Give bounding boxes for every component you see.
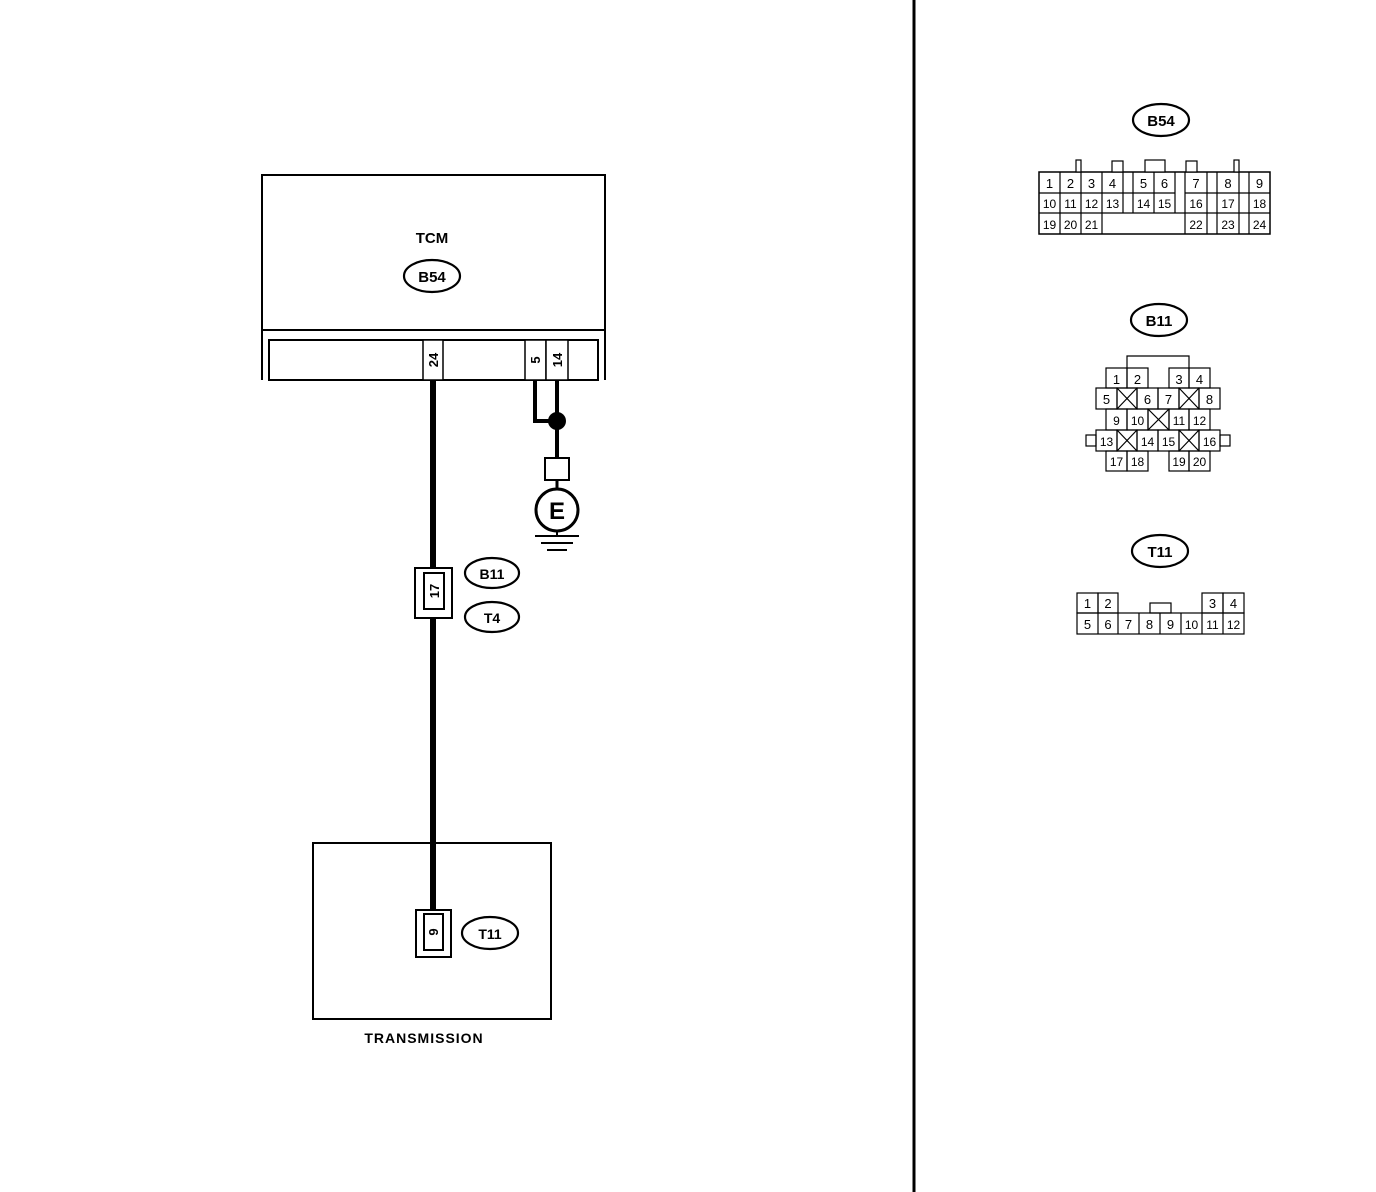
joint-lower-label: T4 — [484, 610, 501, 626]
ground-label: E — [549, 498, 565, 525]
b11-pin: 16 — [1203, 435, 1217, 449]
b11-pin: 5 — [1103, 392, 1110, 407]
b11-pin: 10 — [1131, 414, 1145, 428]
b11-pin: 11 — [1173, 414, 1186, 428]
t11-pin: 1 — [1084, 596, 1091, 611]
b11-pin: 12 — [1193, 414, 1207, 428]
b11-pin: 15 — [1162, 435, 1176, 449]
b11-pin: 19 — [1172, 455, 1186, 469]
b54-pin: 21 — [1085, 218, 1099, 232]
b54-connector-view: B54 1 — [1038, 102, 1271, 235]
b11-pin: 6 — [1144, 392, 1151, 407]
b11-pin: 20 — [1193, 455, 1207, 469]
transmission-module: 9 T11 TRANSMISSION — [312, 842, 552, 1046]
b54-pin: 19 — [1043, 218, 1057, 232]
ground-terminal — [544, 457, 570, 481]
b54-pin: 7 — [1192, 176, 1199, 191]
t11-pin: 12 — [1227, 618, 1241, 632]
ground-symbol — [535, 535, 579, 551]
t11-pin: 10 — [1185, 618, 1199, 632]
joint-pin: 17 — [427, 584, 442, 598]
b54-pin: 9 — [1256, 176, 1263, 191]
t11-pin: 6 — [1104, 617, 1111, 632]
b54-title-badge: B54 — [1131, 102, 1191, 138]
joint-connector: 17 B11 T4 — [414, 556, 521, 634]
b11-title: B11 — [1146, 313, 1173, 330]
b54-pin: 16 — [1189, 197, 1203, 211]
b11-pin: 17 — [1110, 455, 1124, 469]
transmission-connector-label: T11 — [478, 926, 502, 942]
b11-pin: 4 — [1196, 372, 1203, 387]
b11-pin: 14 — [1141, 435, 1155, 449]
t11-pin: 3 — [1209, 596, 1216, 611]
t11-title: T11 — [1147, 544, 1172, 561]
transmission-pin: 9 — [426, 928, 441, 935]
transmission-title: TRANSMISSION — [364, 1030, 483, 1046]
t11-pin: 7 — [1125, 617, 1132, 632]
t11-pin: 9 — [1167, 617, 1174, 632]
b11-title-badge: B11 — [1129, 302, 1189, 338]
b11-pin: 8 — [1206, 392, 1213, 407]
t11-pin: 2 — [1104, 596, 1111, 611]
b54-pin: 12 — [1085, 197, 1099, 211]
tcm-connector-badge: B54 — [402, 258, 462, 294]
t11-pin: 11 — [1206, 618, 1219, 632]
b54-pin: 4 — [1109, 176, 1116, 191]
b54-pin: 20 — [1064, 218, 1078, 232]
t11-title-badge: T11 — [1130, 533, 1190, 569]
t11-pin: 8 — [1146, 617, 1153, 632]
b54-pin: 5 — [1140, 176, 1147, 191]
tcm-pin-14: 14 — [550, 352, 565, 367]
joint-upper-label: B11 — [480, 566, 505, 582]
b54-pin: 13 — [1106, 197, 1120, 211]
tcm-title: TCM — [416, 230, 449, 247]
tcm-connector-label: B54 — [418, 269, 446, 286]
t11-pin: 5 — [1084, 617, 1091, 632]
b11-pin: 1 — [1113, 372, 1120, 387]
b54-pin: 6 — [1161, 176, 1168, 191]
b11-pin: 13 — [1100, 435, 1114, 449]
joint-upper-badge: B11 — [463, 556, 521, 590]
b54-pin: 10 — [1043, 197, 1057, 211]
b54-pin: 17 — [1221, 197, 1235, 211]
b11-pin: 18 — [1131, 455, 1145, 469]
b54-pin: 11 — [1064, 197, 1077, 211]
b54-pin: 23 — [1221, 218, 1235, 232]
b11-pin: 7 — [1165, 392, 1172, 407]
splice-point — [548, 412, 566, 430]
b54-pin: 24 — [1253, 218, 1267, 232]
ground-wires: E — [533, 380, 580, 551]
b11-connector-view: B11 — [1085, 302, 1231, 472]
b54-title: B54 — [1147, 113, 1175, 130]
b54-pin: 14 — [1137, 197, 1151, 211]
joint-lower-badge: T4 — [463, 600, 521, 634]
b54-pin: 2 — [1067, 176, 1074, 191]
b11-pin: 3 — [1175, 372, 1182, 387]
t11-pin: 4 — [1230, 596, 1237, 611]
b54-pin: 18 — [1253, 197, 1267, 211]
b11-pin: 2 — [1134, 372, 1141, 387]
tcm-pin-5: 5 — [528, 356, 543, 363]
tcm-module: TCM B54 24 5 14 — [261, 174, 606, 381]
b54-pin: 15 — [1158, 197, 1172, 211]
b11-pin: 9 — [1113, 414, 1120, 428]
b54-pin: 3 — [1088, 176, 1095, 191]
b54-pin: 1 — [1046, 176, 1053, 191]
transmission-connector-badge: T11 — [460, 915, 520, 951]
b54-pin: 22 — [1189, 218, 1203, 232]
t11-connector-view: T11 1 2 3 4 5 6 7 8 — [1076, 533, 1245, 635]
b54-pin: 8 — [1224, 176, 1231, 191]
tcm-pin-24: 24 — [426, 352, 441, 367]
